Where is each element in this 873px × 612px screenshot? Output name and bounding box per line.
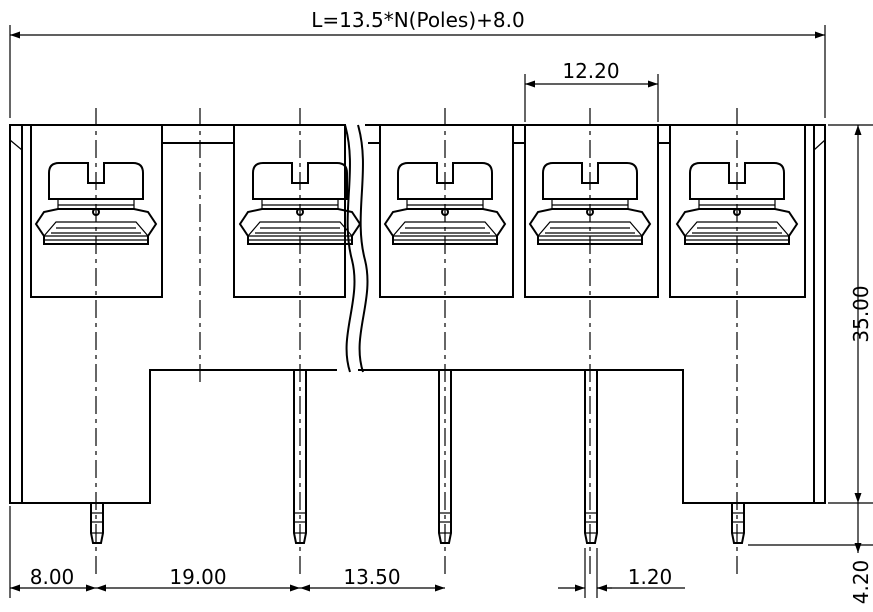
- center-lines: [95, 108, 738, 578]
- overall-length-label: L=13.5*N(Poles)+8.0: [311, 8, 524, 32]
- height-label: 35.00: [849, 285, 873, 342]
- dimension-overall-length: L=13.5*N(Poles)+8.0: [9, 8, 826, 118]
- pin-offset-label: 8.00: [30, 565, 75, 589]
- dimension-height: 35.00: [828, 124, 873, 504]
- terminal-cell-3: [379, 124, 514, 298]
- dimension-pin-width: 1.20: [558, 548, 685, 598]
- dimension-pin-length: 4.20: [748, 503, 873, 604]
- terminal-cell-4: [524, 124, 659, 298]
- pin-4: [584, 369, 598, 544]
- dimension-top-pitch: 12.20: [524, 59, 659, 122]
- pin-3: [438, 369, 452, 544]
- dimension-pin-spacing-a: 19.00: [96, 565, 300, 592]
- dimension-pin-spacing-b: 13.50: [300, 565, 445, 592]
- pin-width-label: 1.20: [628, 565, 673, 589]
- pin-2: [293, 369, 307, 544]
- top-pitch-label: 12.20: [562, 59, 619, 83]
- pin-1: [90, 502, 104, 544]
- pin-spacing-b-label: 13.50: [343, 565, 400, 589]
- dimension-pin-offset: 8.00: [10, 565, 96, 592]
- pin-5: [731, 502, 745, 544]
- pin-length-label: 4.20: [849, 560, 873, 605]
- terminal-cell-2: [233, 124, 362, 298]
- pin-spacing-a-label: 19.00: [169, 565, 226, 589]
